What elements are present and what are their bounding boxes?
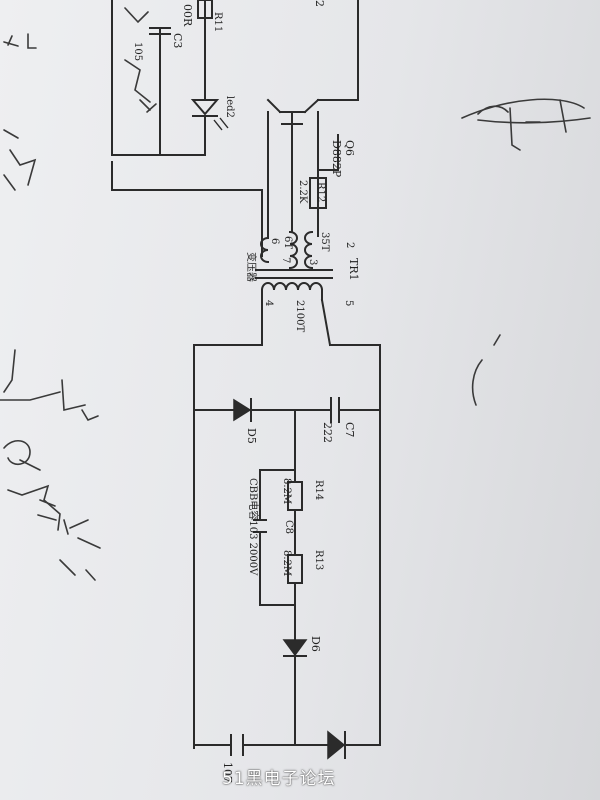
label-d882p: D882P	[330, 140, 343, 178]
label-c3: C3	[171, 33, 184, 48]
r14-resistor	[287, 481, 303, 511]
label-d6: D6	[309, 636, 322, 652]
label-c5-value: 105	[132, 42, 143, 61]
label-r13-value: 8.2M	[281, 550, 292, 576]
label-c7: C7	[343, 422, 356, 437]
top-left-section	[111, 0, 263, 257]
label-r12: R12	[315, 182, 326, 202]
label-bottom-cap-value: 107	[221, 762, 234, 783]
label-corner-digit: 2	[313, 0, 326, 7]
label-pin2: 2	[344, 242, 355, 248]
label-led2: led2	[224, 96, 235, 118]
label-c3-value: 00R	[181, 4, 194, 27]
label-35t: 35T	[319, 232, 330, 252]
transformer-tr1	[255, 199, 333, 347]
label-r14: R14	[313, 480, 324, 500]
transistor-q6	[266, 0, 359, 239]
led2-diode	[190, 99, 220, 116]
label-pin3: 3	[307, 259, 318, 265]
label-c8-note: CBB电容103 2000V	[247, 478, 260, 576]
r13-resistor	[287, 554, 303, 584]
bottom-diode	[327, 730, 346, 760]
label-q6: Q6	[343, 140, 356, 156]
label-r11: R11	[212, 12, 223, 32]
label-6t: 6T	[282, 236, 293, 249]
label-pin4: 4	[263, 300, 274, 306]
label-r13: R13	[313, 550, 324, 570]
r11-resistor	[197, 0, 213, 19]
r12-resistor	[309, 177, 327, 209]
label-pin7: 7	[280, 257, 291, 263]
label-c7-value: 222	[321, 422, 334, 443]
d5-diode	[233, 398, 252, 422]
label-c8: C8	[283, 520, 294, 534]
label-d5: D5	[245, 428, 258, 444]
label-tr1: TR1	[347, 258, 360, 281]
label-transformer: 变压器	[245, 252, 258, 282]
label-pin6: 6	[269, 238, 280, 244]
d6-diode	[282, 639, 308, 657]
label-pin5: 5	[343, 300, 354, 306]
label-r12-value: 2.2K	[297, 180, 308, 204]
label-2100t: 2100T	[294, 300, 305, 332]
watermark-text: 51黑电子论坛	[222, 769, 336, 789]
handwritten-sketches	[0, 33, 591, 581]
label-r14-value: 8.2M	[281, 478, 292, 504]
component-labels: R11 00R C3 105 led2 2 Q6 D882P R12 2.2K …	[132, 0, 360, 783]
hv-multiplier	[193, 344, 381, 749]
